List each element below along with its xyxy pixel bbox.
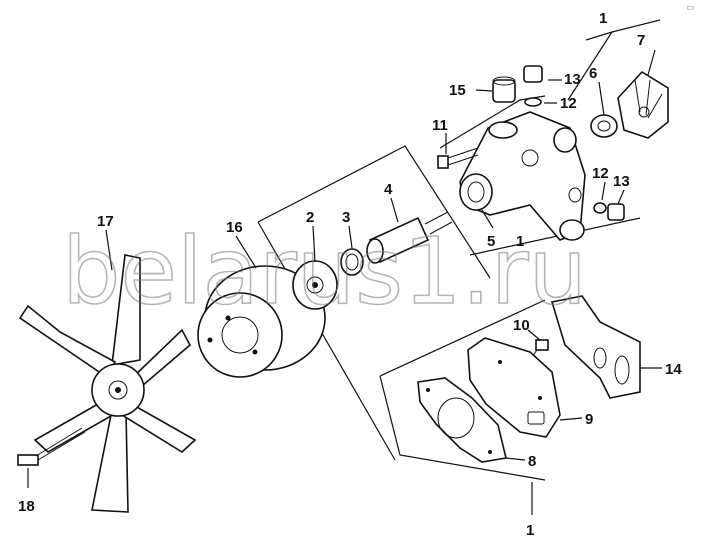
- housing-bolt: [437, 147, 479, 169]
- callout-9: 9: [585, 411, 593, 428]
- callout-12-top: 12: [560, 95, 577, 112]
- shaft-bearing: [366, 211, 453, 264]
- callout-12-side: 12: [592, 165, 609, 182]
- callout-16: 16: [226, 219, 243, 236]
- callout-3: 3: [342, 209, 350, 226]
- assembly-frame-upper: [257, 95, 641, 461]
- drain-plug-top: [523, 65, 543, 107]
- bushing: [492, 76, 516, 103]
- callout-2: 2: [306, 209, 314, 226]
- assembly-frame-lower: [379, 299, 546, 481]
- impeller: [617, 70, 669, 139]
- water-seal: [590, 114, 618, 138]
- corner-mark: ▭: [686, 3, 695, 13]
- callout-4: 4: [384, 181, 393, 198]
- callout-13-top: 13: [564, 71, 581, 88]
- callout-17: 17: [97, 213, 114, 230]
- drain-plug-side: [593, 202, 625, 221]
- callout-10: 10: [513, 317, 530, 334]
- callout-14: 14: [665, 361, 682, 378]
- callout-1-mid: 1: [516, 233, 524, 250]
- pump-housing: [459, 111, 586, 241]
- fan-bolt: [17, 427, 86, 466]
- watermark-text: belarus1.ru: [62, 218, 587, 325]
- leader-lines: [27, 19, 662, 515]
- cover-plate: [467, 337, 561, 438]
- callout-1-bottom: 1: [526, 522, 534, 539]
- callout-15: 15: [449, 82, 466, 99]
- callout-11: 11: [432, 117, 448, 134]
- callout-13-side: 13: [613, 173, 630, 190]
- gasket-front: [417, 377, 507, 463]
- callout-7: 7: [637, 32, 645, 49]
- callout-1-top: 1: [599, 10, 607, 27]
- callout-8: 8: [528, 453, 536, 470]
- fan-blade-assembly: [18, 254, 197, 513]
- callout-6: 6: [589, 65, 597, 82]
- gasket-rear: [550, 295, 641, 399]
- callout-5: 5: [487, 233, 495, 250]
- seal-ring: [340, 248, 364, 276]
- callout-18: 18: [18, 498, 35, 515]
